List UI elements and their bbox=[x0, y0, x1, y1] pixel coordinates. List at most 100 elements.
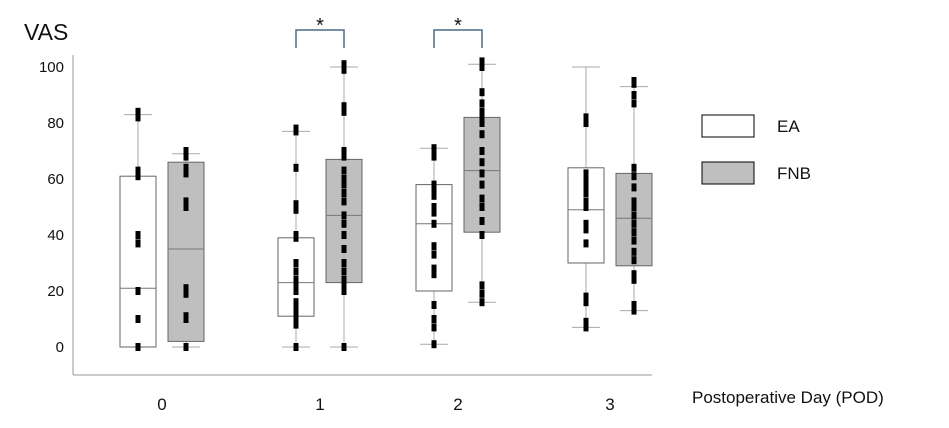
data-point bbox=[135, 107, 141, 116]
data-point bbox=[341, 102, 347, 111]
data-point bbox=[631, 211, 637, 220]
data-point bbox=[293, 200, 299, 209]
data-point bbox=[431, 301, 437, 309]
data-point bbox=[583, 189, 589, 197]
data-point bbox=[631, 256, 637, 265]
y-tick-label: 60 bbox=[47, 171, 64, 188]
data-point bbox=[183, 343, 189, 351]
data-point bbox=[583, 298, 589, 307]
data-point bbox=[479, 203, 485, 211]
data-point bbox=[583, 323, 589, 332]
data-point bbox=[431, 219, 437, 228]
data-point bbox=[293, 124, 299, 133]
data-point bbox=[583, 175, 589, 183]
data-point bbox=[479, 158, 485, 167]
data-point bbox=[293, 281, 299, 290]
data-point bbox=[135, 172, 141, 181]
data-point bbox=[135, 343, 141, 351]
box-group bbox=[119, 107, 157, 351]
data-point bbox=[479, 113, 485, 122]
y-tick-label: 20 bbox=[47, 283, 64, 300]
data-point bbox=[341, 219, 347, 228]
box-group bbox=[615, 77, 653, 315]
data-point bbox=[183, 197, 189, 206]
legend-swatch bbox=[701, 114, 755, 138]
legend-label: EA bbox=[777, 117, 800, 136]
data-point bbox=[583, 317, 589, 326]
data-point bbox=[431, 203, 437, 211]
data-point bbox=[431, 242, 437, 251]
data-point bbox=[341, 231, 347, 239]
significance-label: * bbox=[454, 15, 462, 37]
data-point bbox=[479, 298, 485, 307]
data-point bbox=[293, 320, 299, 329]
data-point bbox=[479, 147, 485, 155]
data-point bbox=[293, 231, 299, 239]
data-point bbox=[135, 287, 141, 295]
x-axis-title: Postoperative Day (POD) bbox=[692, 388, 884, 407]
data-point bbox=[431, 208, 437, 217]
x-tick-label: 1 bbox=[315, 395, 324, 414]
data-point bbox=[479, 194, 485, 203]
data-point bbox=[183, 147, 189, 155]
significance-bracket bbox=[295, 29, 345, 48]
data-point bbox=[583, 197, 589, 206]
data-point bbox=[341, 259, 347, 267]
box-group bbox=[463, 57, 501, 307]
data-point bbox=[183, 284, 189, 293]
data-point bbox=[631, 306, 637, 315]
significance-label: * bbox=[316, 15, 324, 37]
data-point bbox=[479, 119, 485, 127]
data-point bbox=[431, 315, 437, 323]
x-tick-label: 0 bbox=[157, 395, 166, 414]
data-point bbox=[583, 183, 589, 192]
data-point bbox=[341, 245, 347, 253]
y-tick-label: 0 bbox=[56, 339, 64, 356]
data-point bbox=[135, 239, 141, 248]
data-point bbox=[293, 343, 299, 351]
data-point bbox=[431, 340, 437, 349]
data-point bbox=[183, 203, 189, 211]
data-point bbox=[631, 275, 637, 284]
data-point bbox=[631, 183, 637, 192]
data-point bbox=[631, 197, 637, 206]
data-point bbox=[479, 130, 485, 139]
data-point bbox=[479, 281, 485, 290]
data-point bbox=[431, 250, 437, 259]
data-point bbox=[479, 231, 485, 239]
data-point bbox=[341, 343, 347, 351]
data-point bbox=[431, 144, 437, 153]
data-point bbox=[583, 239, 589, 248]
box-group bbox=[567, 66, 605, 332]
data-point bbox=[479, 180, 485, 189]
box-group bbox=[415, 144, 453, 349]
data-point bbox=[583, 203, 589, 211]
data-point bbox=[293, 298, 299, 307]
data-point bbox=[631, 236, 637, 245]
x-tick-label: 3 bbox=[605, 395, 614, 414]
data-point bbox=[431, 264, 437, 273]
data-point bbox=[341, 152, 347, 161]
data-point bbox=[583, 219, 589, 228]
data-point bbox=[293, 315, 299, 323]
data-point bbox=[135, 113, 141, 122]
box-group bbox=[277, 124, 315, 351]
box-group bbox=[325, 60, 363, 351]
data-point bbox=[183, 163, 189, 172]
data-point bbox=[479, 289, 485, 298]
data-point bbox=[341, 180, 347, 189]
data-point bbox=[431, 180, 437, 189]
data-point bbox=[631, 228, 637, 237]
data-point bbox=[341, 65, 347, 74]
data-point bbox=[479, 169, 485, 178]
data-point bbox=[341, 197, 347, 206]
data-point bbox=[479, 57, 485, 66]
data-point bbox=[583, 292, 589, 301]
data-point bbox=[341, 107, 347, 116]
data-point bbox=[479, 88, 485, 97]
data-point bbox=[479, 217, 485, 225]
data-point bbox=[631, 301, 637, 309]
data-point bbox=[583, 225, 589, 234]
